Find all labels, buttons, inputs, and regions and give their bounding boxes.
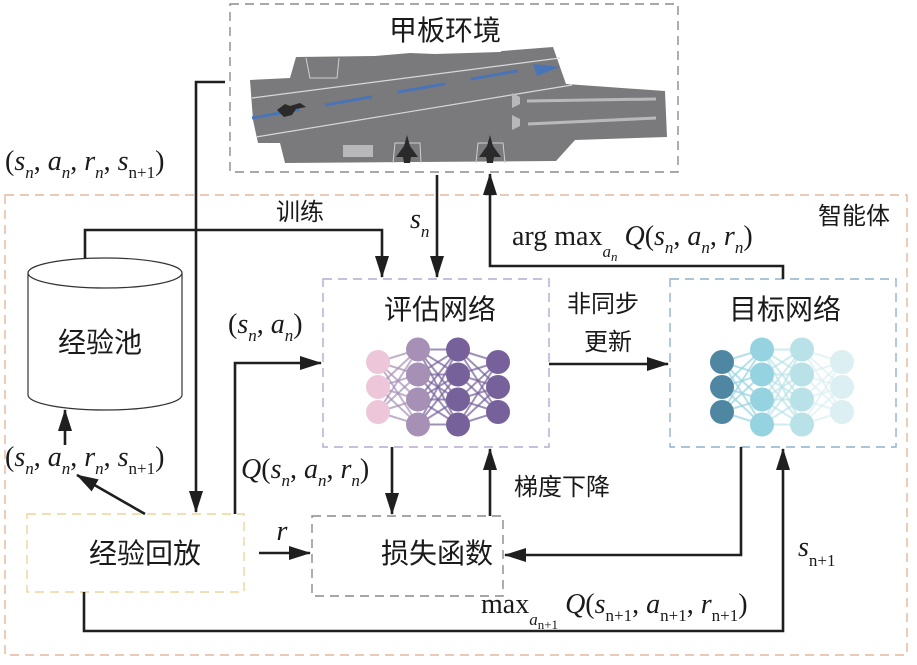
environment-title: 甲板环境 bbox=[389, 14, 501, 47]
nn-node bbox=[790, 387, 814, 412]
nn-node bbox=[750, 362, 774, 387]
nn-node bbox=[406, 387, 430, 412]
nn-node bbox=[366, 400, 390, 424]
nn-edge bbox=[377, 348, 419, 413]
nn-node bbox=[750, 412, 774, 437]
q-eval-label: Q(sn, an, rn) bbox=[241, 454, 369, 490]
eval-network-box: 评估网络 bbox=[322, 278, 550, 448]
target-network-box: 目标网络 bbox=[669, 278, 897, 448]
target-network-title: 目标网络 bbox=[729, 293, 841, 326]
loss-function-label: 损失函数 bbox=[381, 537, 493, 570]
nn-node bbox=[790, 362, 814, 387]
jet-icon bbox=[479, 135, 501, 163]
next-state-label: sn+1 bbox=[798, 532, 836, 570]
target-network-nn-graphic bbox=[710, 337, 854, 437]
nn-node bbox=[406, 412, 430, 437]
nn-node bbox=[446, 387, 470, 412]
wire-target-to-loss bbox=[504, 447, 743, 562]
nn-edge bbox=[417, 349, 459, 425]
reward-label: r bbox=[277, 516, 288, 547]
agent-box: 智能体 bbox=[4, 194, 908, 656]
nn-node bbox=[710, 350, 734, 374]
transition-label-top: (sn, an, rn, sn+1) bbox=[5, 146, 164, 182]
nn-node bbox=[406, 362, 430, 387]
nn-node bbox=[446, 337, 470, 362]
nn-node bbox=[830, 375, 854, 399]
argmax-label: arg maxan Q(sn, an, rn) bbox=[512, 221, 753, 264]
gradient-descent-label: 梯度下降 bbox=[514, 473, 610, 501]
nn-node bbox=[830, 350, 854, 374]
wire-sa bbox=[233, 356, 322, 514]
nn-node bbox=[446, 412, 470, 437]
state-label: sn bbox=[410, 204, 429, 241]
max-target-q-label: maxan+1 Q(sn+1, an+1, rn+1) bbox=[481, 589, 748, 632]
connections bbox=[58, 80, 790, 633]
nn-node bbox=[710, 375, 734, 399]
async-update-label-line2: 更新 bbox=[584, 328, 632, 356]
wire-next-state bbox=[82, 448, 790, 633]
jet-icon bbox=[277, 103, 306, 117]
wire-train bbox=[83, 228, 389, 278]
experience-replay-label: 经验回放 bbox=[89, 537, 201, 570]
nn-node bbox=[446, 362, 470, 387]
nn-node bbox=[710, 400, 734, 424]
wire-replay-to-transition bbox=[76, 473, 146, 516]
nn-edge bbox=[457, 361, 499, 426]
runway-path-arrow bbox=[251, 64, 546, 120]
state-action-label: (sn, an) bbox=[228, 309, 303, 345]
nn-node bbox=[830, 400, 854, 424]
train-label: 训练 bbox=[276, 198, 324, 226]
nn-edge bbox=[761, 349, 803, 425]
jet-icon bbox=[396, 135, 418, 163]
nn-node bbox=[406, 337, 430, 362]
carrier-deck-illustration bbox=[250, 47, 667, 164]
nn-node bbox=[790, 412, 814, 437]
nn-node bbox=[486, 350, 510, 374]
nn-node bbox=[750, 337, 774, 362]
environment-box: 甲板环境 bbox=[229, 3, 679, 173]
nn-node bbox=[366, 350, 390, 374]
wire-argmax bbox=[483, 173, 785, 279]
replay-pool-cylinder: 经验池 bbox=[27, 257, 183, 411]
nn-edge bbox=[721, 348, 763, 413]
loss-function-box: 损失函数 bbox=[311, 515, 504, 597]
nn-node bbox=[486, 400, 510, 424]
nn-node bbox=[486, 375, 510, 399]
transition-label-bottom: (sn, an, rn, sn+1) bbox=[5, 442, 164, 478]
eval-network-nn-graphic bbox=[366, 337, 510, 437]
nn-node bbox=[790, 337, 814, 362]
nn-node bbox=[750, 387, 774, 412]
eval-network-title: 评估网络 bbox=[384, 293, 496, 326]
async-update-label-line1: 非同步 bbox=[567, 290, 639, 318]
agent-title: 智能体 bbox=[818, 202, 890, 230]
experience-replay-box: 经验回放 bbox=[26, 513, 245, 593]
nn-edge bbox=[801, 361, 843, 426]
nn-node bbox=[366, 375, 390, 399]
replay-pool-label: 经验池 bbox=[58, 326, 142, 359]
wire-env-to-replay bbox=[189, 80, 225, 513]
